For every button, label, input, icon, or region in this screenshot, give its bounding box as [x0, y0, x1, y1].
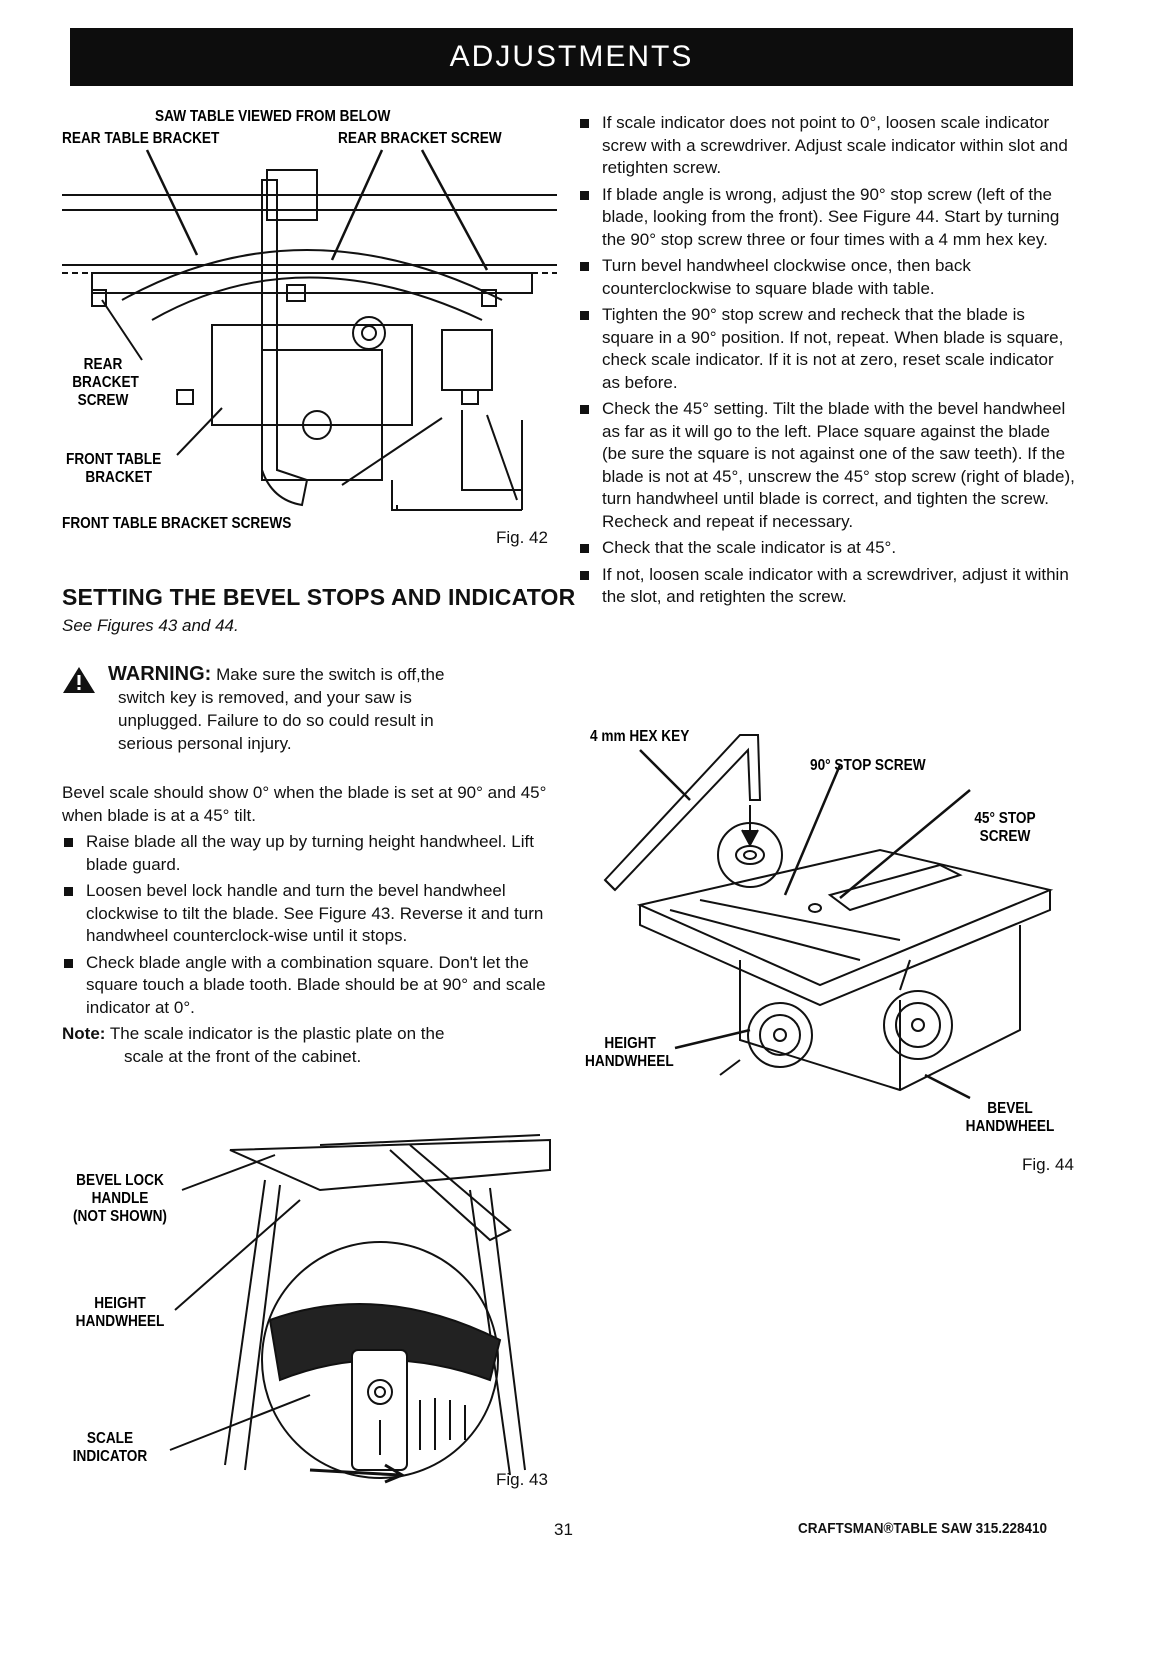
warning-line-1: Make sure the switch is off,the — [216, 665, 445, 684]
list-item: Check the 45° setting. Tilt the blade wi… — [578, 398, 1076, 533]
fig43-callout-bevel-lock-handle: BEVEL LOCK HANDLE (NOT SHOWN) — [73, 1172, 167, 1225]
warning-block: WARNING: Make sure the switch is off,the… — [62, 663, 542, 755]
right-bullet-list: If scale indicator does not point to 0°,… — [578, 112, 1076, 609]
fig42-saw-underside-illustration — [62, 149, 557, 511]
list-item: Check that the scale indicator is at 45°… — [578, 537, 1076, 560]
fig44-callout-hex-key: 4 mm HEX KEY — [590, 728, 690, 745]
warning-label: WARNING: — [108, 663, 212, 685]
list-item: If blade angle is wrong, adjust the 90° … — [578, 184, 1076, 252]
note-paragraph: Note: The scale indicator is the plastic… — [62, 1023, 562, 1068]
fig43-label: Fig. 43 — [496, 1470, 548, 1489]
page-number: 31 — [554, 1520, 573, 1539]
section-heading: SETTING THE BEVEL STOPS AND INDICATOR — [62, 584, 576, 610]
fig42-label: Fig. 42 — [496, 528, 548, 547]
fig43-callout-scale-indicator: SCALE INDICATOR — [72, 1430, 148, 1465]
note-label: Note: — [62, 1024, 106, 1043]
page-header-banner: ADJUSTMENTS — [70, 28, 1073, 86]
fig42-callout-rear-bracket-screw-side: REAR BRACKET SCREW — [72, 356, 139, 409]
list-item: Loosen bevel lock handle and turn the be… — [62, 880, 562, 948]
note-line-2: scale at the front of the cabinet. — [124, 1046, 362, 1066]
fig44-callout-bevel-handwheel: BEVEL HANDWHEEL — [965, 1100, 1055, 1135]
fig42-callout-front-table-bracket: FRONT TABLE BRACKET — [66, 451, 162, 486]
fig42-callout-front-table-bracket-screws: FRONT TABLE BRACKET SCREWS — [62, 515, 292, 532]
footer-brand: CRAFTSMAN®TABLE SAW 315.228410 — [798, 1520, 1048, 1537]
fig42-title: SAW TABLE VIEWED FROM BELOW — [155, 108, 391, 125]
right-column-body: If scale indicator does not point to 0°,… — [578, 112, 1076, 613]
fig44-callout-45-stop-screw: 45° STOP SCREW — [974, 810, 1036, 845]
list-item: Check blade angle with a combination squ… — [62, 952, 562, 1020]
fig44-table-saw-illustration — [603, 734, 1054, 1100]
list-item: Raise blade all the way up by turning he… — [62, 831, 562, 876]
list-item: Tighten the 90° stop screw and recheck t… — [578, 304, 1076, 394]
intro-paragraph: Bevel scale should show 0° when the blad… — [62, 783, 547, 825]
list-item: Turn bevel handwheel clockwise once, the… — [578, 255, 1076, 300]
warning-triangle-icon — [63, 667, 95, 693]
list-item: If not, loosen scale indicator with a sc… — [578, 564, 1076, 609]
left-bullet-list: Raise blade all the way up by turning he… — [62, 831, 562, 1019]
note-line-1: The scale indicator is the plastic plate… — [109, 1024, 445, 1043]
left-column-body: Bevel scale should show 0° when the blad… — [62, 782, 562, 1068]
fig42-callout-rear-table-bracket: REAR TABLE BRACKET — [62, 130, 220, 147]
fig44-label: Fig. 44 — [1022, 1155, 1074, 1174]
fig44-callout-height-handwheel: HEIGHT HANDWHEEL — [585, 1035, 674, 1070]
section-see-figures: See Figures 43 and 44. — [62, 616, 239, 635]
fig43-callout-height-handwheel: HEIGHT HANDWHEEL — [75, 1295, 165, 1330]
warning-line-2: switch key is removed, and your saw is — [118, 688, 412, 707]
warning-line-4: serious personal injury. — [118, 734, 292, 753]
list-item: If scale indicator does not point to 0°,… — [578, 112, 1076, 180]
fig42-callout-rear-bracket-screw-top: REAR BRACKET SCREW — [338, 130, 502, 147]
fig43-saw-stand-illustration — [169, 1134, 551, 1484]
warning-line-3: unplugged. Failure to do so could result… — [118, 711, 434, 730]
